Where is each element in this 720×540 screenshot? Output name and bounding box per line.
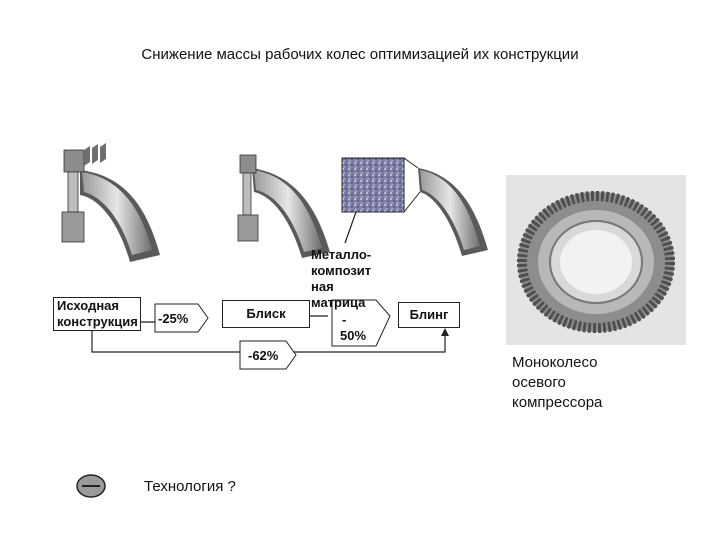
composite-pointer-line <box>344 211 357 244</box>
reduction-50-label: 50% <box>340 328 367 343</box>
reduction-50-shape <box>331 299 391 347</box>
mmc-label-line-4: матрица <box>311 295 366 310</box>
mmc-disk-illustration <box>418 168 488 256</box>
minus-circle-icon <box>76 474 106 498</box>
page-title: Снижение массы рабочих колес оптимизацие… <box>141 46 579 63</box>
photo-caption: Моноколесо осевого компрессора <box>512 354 603 411</box>
blisk-label: Блиск <box>246 306 286 321</box>
composite-texture-inset <box>341 157 405 213</box>
mmc-label-line-1: Металло- <box>311 247 372 262</box>
bling-box: Блинг <box>398 302 460 328</box>
blisk-box: Блиск <box>222 300 310 328</box>
blisk-disk-illustration <box>237 154 330 258</box>
bling-label: Блинг <box>409 307 449 322</box>
mmc-label-line-3: ная <box>311 279 334 294</box>
reduction-50-dash: - <box>342 312 347 327</box>
initial-disk-illustration <box>61 143 160 262</box>
mmc-label-line-2: композит <box>311 263 372 278</box>
technology-note: Технология ? <box>144 478 236 495</box>
reduction-25-label: -25% <box>158 311 189 326</box>
reduction-62-shape <box>239 340 297 370</box>
initial-design-label: Исходная конструкция <box>57 298 138 329</box>
initial-design-box: Исходная конструкция <box>53 297 141 331</box>
reduction-25-shape <box>154 303 209 333</box>
mmc-label: Металло- композит ная матрица <box>311 247 371 311</box>
monowheel-photo <box>506 175 686 345</box>
reduction-62-label: -62% <box>248 348 279 363</box>
